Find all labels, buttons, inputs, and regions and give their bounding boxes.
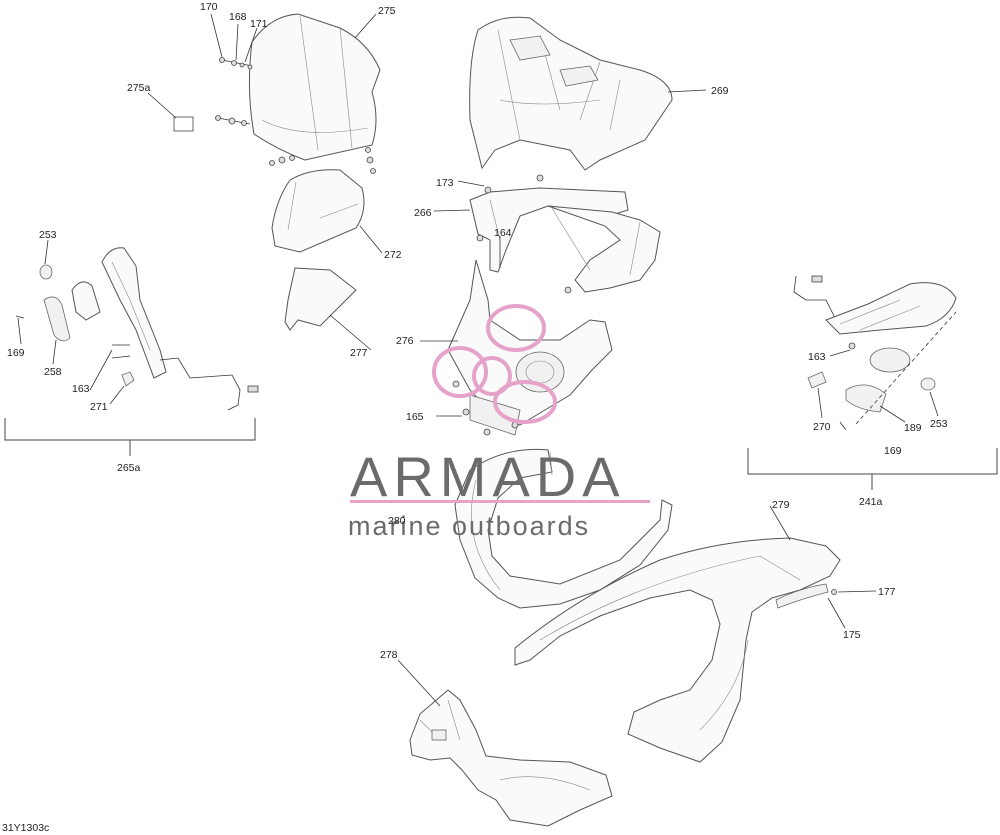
callout-241a: 241a [859,496,883,508]
callout-279: 279 [772,499,790,511]
callout-189: 189 [904,422,922,434]
callout-275: 275 [378,5,396,17]
callout-173: 173 [436,177,454,189]
callout-171: 171 [250,18,268,30]
lower-bracket-278 [409,689,613,827]
watermark-tagline: marine outboards [348,511,590,541]
callout-169-right: 169 [884,445,902,457]
callout-169-left: 169 [7,347,25,359]
callout-258: 258 [44,366,62,378]
watermark-underline [350,500,650,503]
callout-277: 277 [350,347,368,359]
turn-signal-left [15,264,135,387]
mirror-arm-241a [793,275,957,335]
callout-266: 266 [414,207,432,219]
callout-280: 280 [388,515,406,527]
headlight-bracket-276 [447,259,613,436]
callout-163-right: 163 [808,351,826,363]
callout-164: 164 [494,227,512,239]
leader-lines [17,13,939,707]
turn-signal-right [807,311,957,431]
windshield-hardware [215,57,376,174]
bracket-265a [4,418,256,456]
armada-watermark: ARMADA marine outboards [348,304,650,541]
front-cap-280 [454,448,673,609]
flower-logo [432,304,557,424]
callout-labels: 170 168 171 275 275a 269 173 266 164 272… [2,1,948,834]
callout-278: 278 [380,649,398,661]
windshield-275 [248,13,381,161]
callout-165: 165 [406,411,424,423]
part-275a-box [173,116,194,132]
mirror-arm-265a [101,247,259,411]
callout-168: 168 [229,11,247,23]
callout-270: 270 [813,421,831,433]
upper-fairing-269 [469,16,673,171]
callout-170: 170 [200,1,218,13]
callout-265a: 265a [117,462,141,474]
callout-272: 272 [384,249,402,261]
lower-panel-277 [284,267,357,331]
watermark-brand: ARMADA [350,445,626,508]
console-panel-279 [514,537,841,763]
callout-163-left: 163 [72,383,90,395]
drawing-code: 31Y1303c [2,822,49,834]
callout-177: 177 [878,586,896,598]
callout-175: 175 [843,629,861,641]
callout-253-left: 253 [39,229,57,241]
callout-271: 271 [90,401,108,413]
callout-269: 269 [711,85,729,97]
support-frame-266 [469,174,661,294]
callout-275a: 275a [127,82,151,94]
callout-276: 276 [396,335,414,347]
deflector-272 [271,169,365,253]
callout-253-right: 253 [930,418,948,430]
bracket-241a [747,448,998,490]
